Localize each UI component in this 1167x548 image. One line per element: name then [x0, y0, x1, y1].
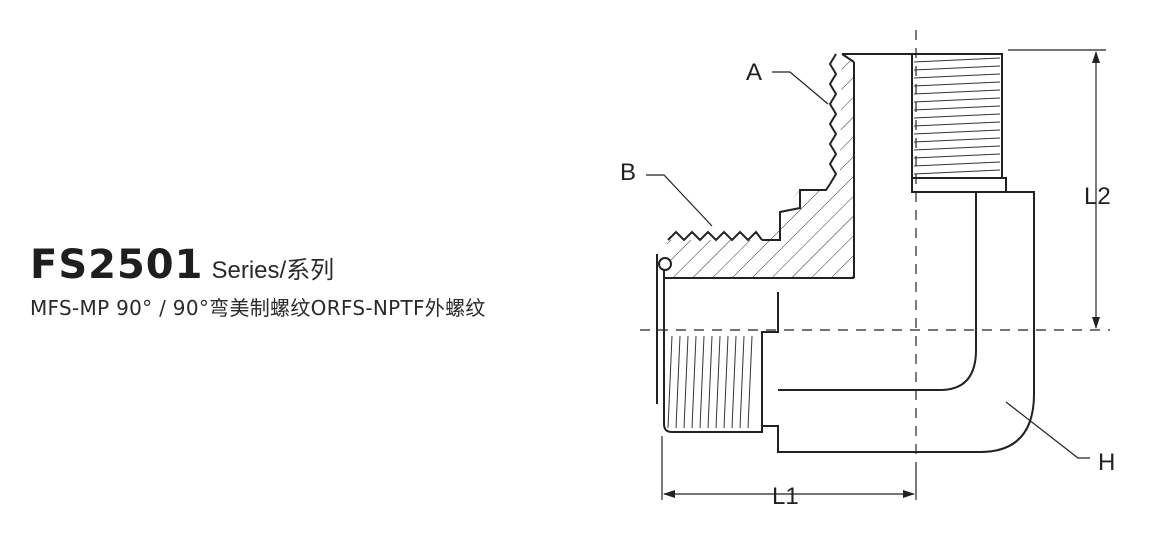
section-hatch — [664, 54, 854, 278]
callout-b: B — [620, 159, 636, 186]
dimensions — [661, 49, 1106, 500]
body-outline-step — [762, 183, 831, 241]
leader-b — [646, 174, 713, 227]
leader-a — [772, 71, 829, 105]
leaders — [646, 71, 1090, 459]
lower-thread-outline — [663, 332, 763, 433]
title-block: FS2501 Series/系列 MFS-MP 90° / 90°弯美制螺纹OR… — [30, 242, 486, 321]
model-number: FS2501 — [30, 242, 204, 288]
dimension-l2: L2 — [1084, 183, 1111, 210]
o-ring — [658, 257, 672, 271]
dimension-l1: L1 — [772, 483, 799, 510]
fitting-body — [656, 53, 1035, 453]
title-line: FS2501 Series/系列 — [30, 242, 486, 288]
thread-hatching — [667, 57, 1001, 429]
body-outline-right — [761, 191, 1035, 453]
centerlines — [640, 30, 1110, 470]
inner-bend — [778, 192, 977, 391]
callout-a: A — [746, 59, 762, 86]
npt-thread-a — [828, 53, 838, 185]
leader-h — [1005, 401, 1090, 459]
callout-h: H — [1098, 449, 1115, 476]
product-description: MFS-MP 90° / 90°弯美制螺纹ORFS-NPTF外螺纹 — [30, 296, 486, 320]
orfs-thread-b — [667, 230, 763, 242]
upper-hex-band — [911, 177, 1007, 193]
series-label: Series/系列 — [211, 257, 335, 284]
